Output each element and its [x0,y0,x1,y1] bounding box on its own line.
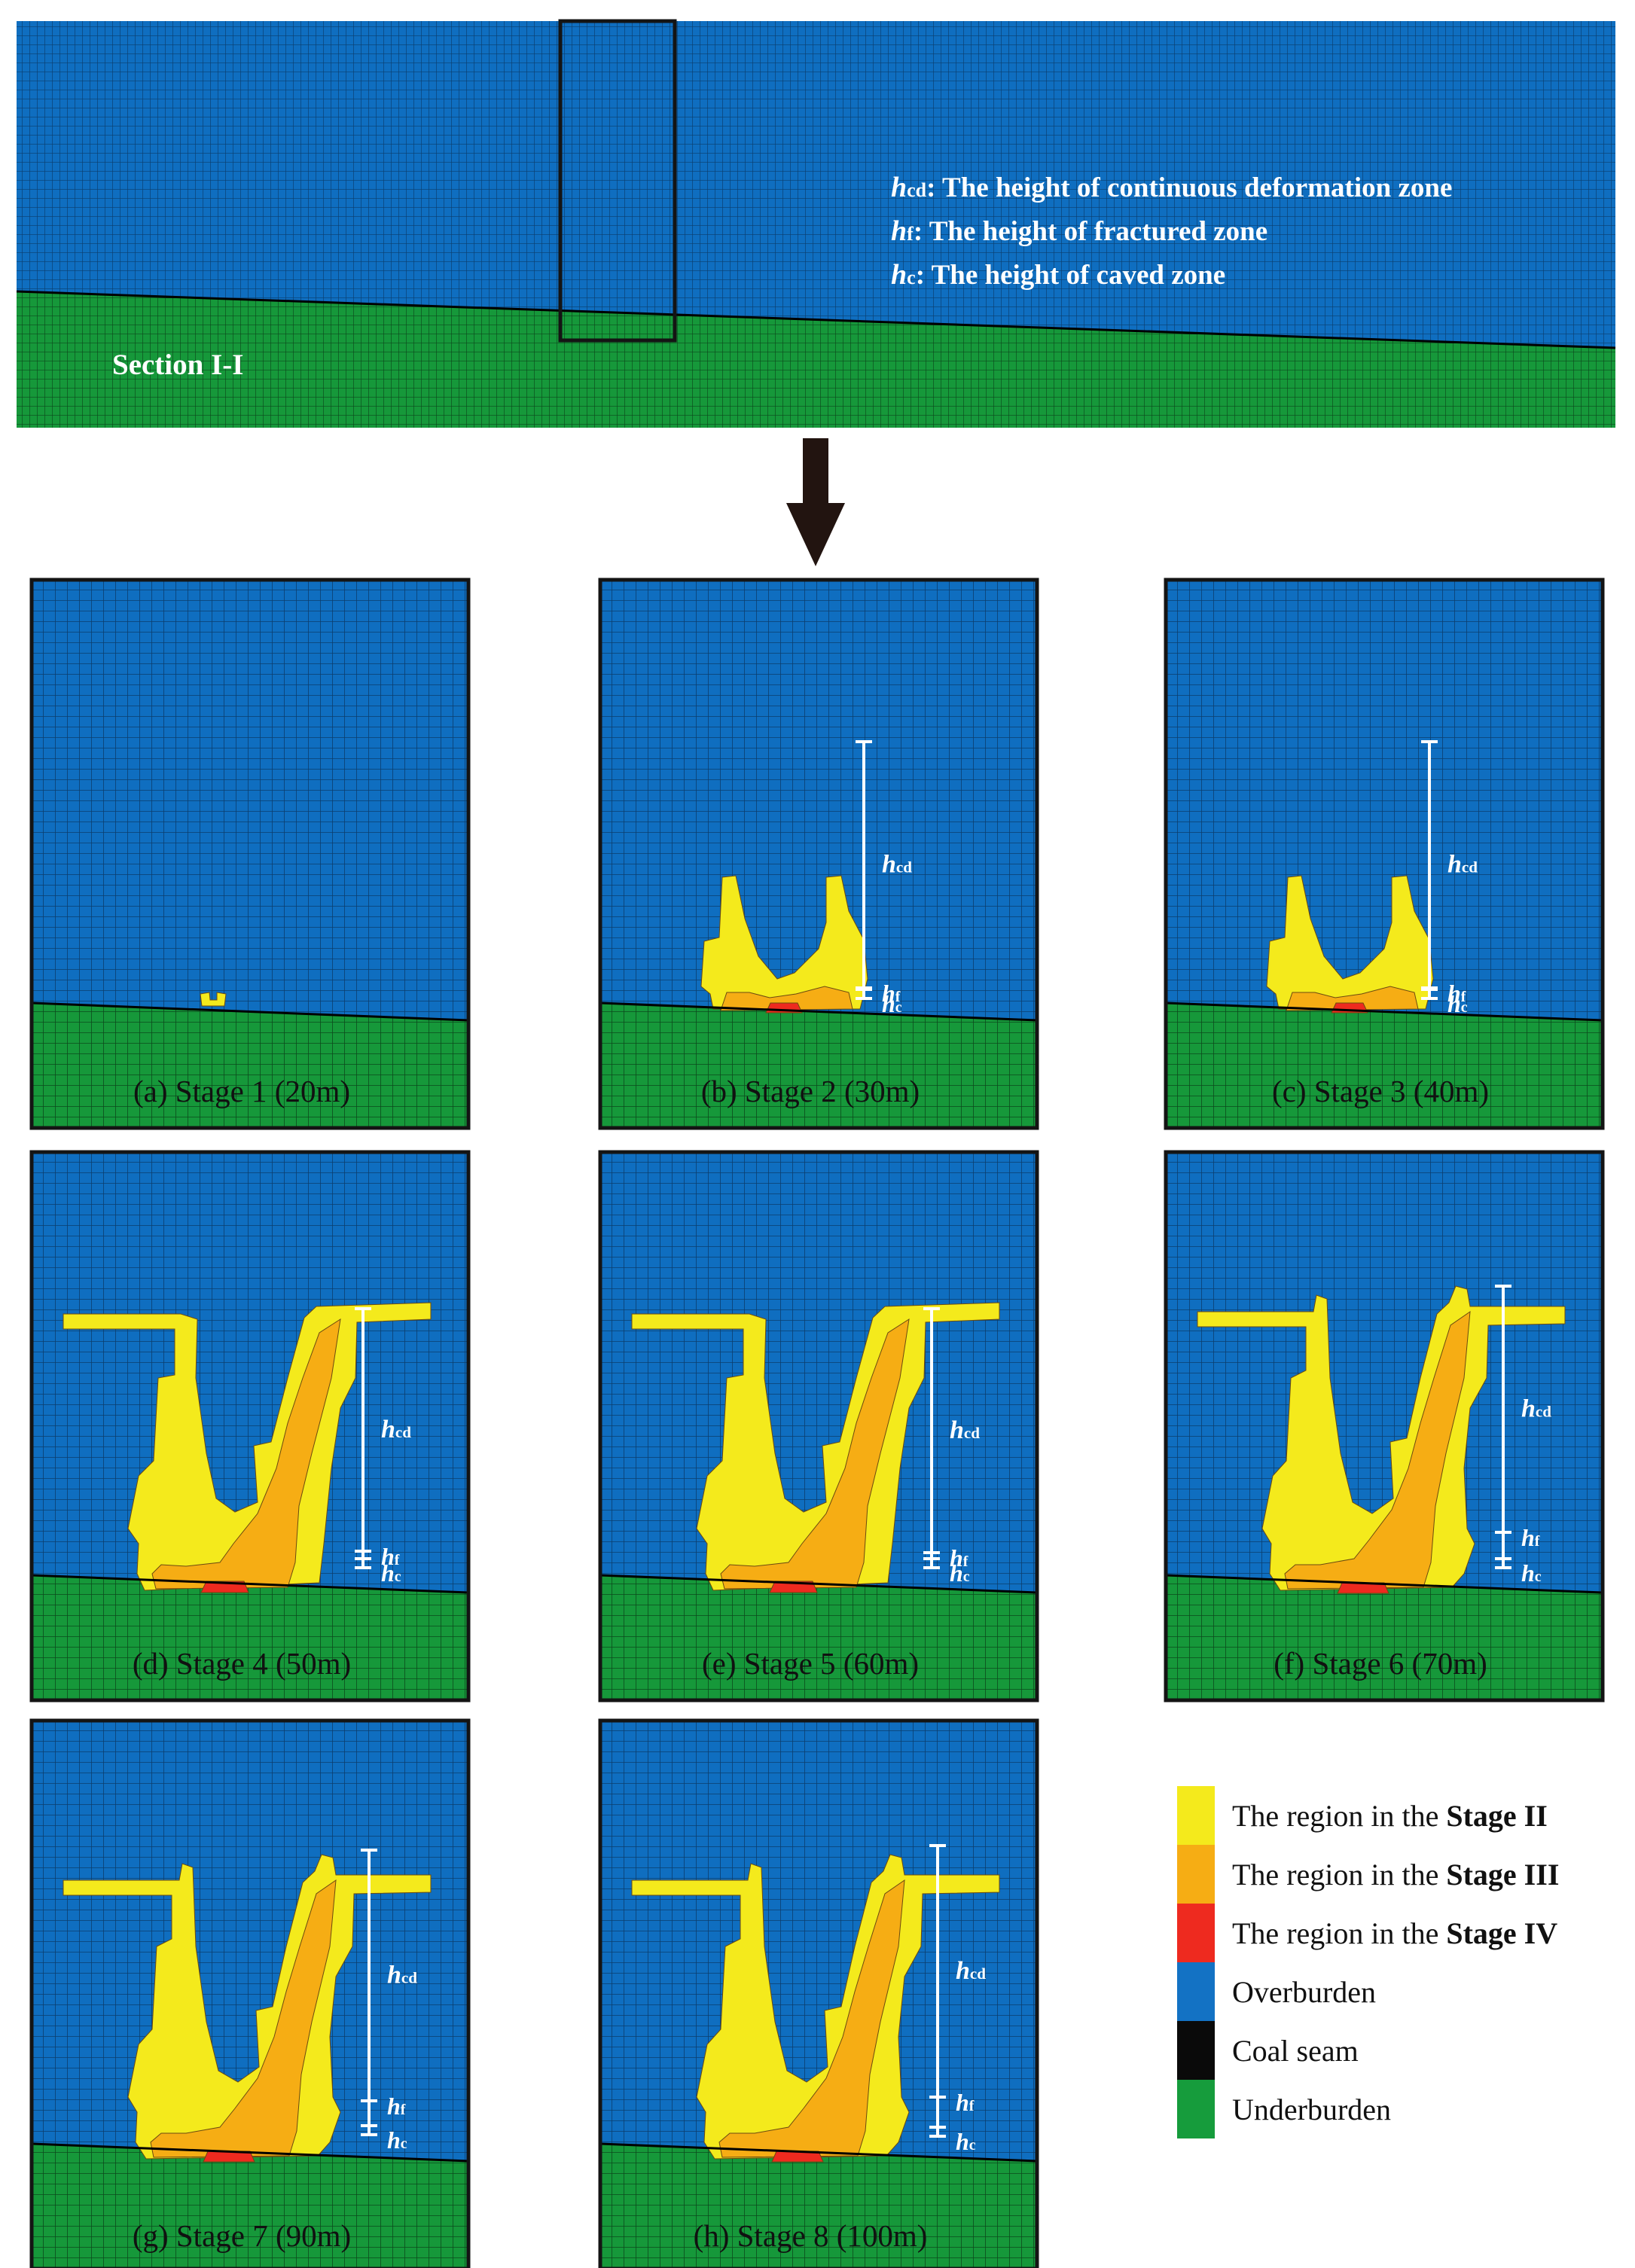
stage-iii-region [1286,986,1419,1011]
legend-swatch [1177,1786,1215,1845]
legend-item-stage-2: The region in the Stage II [1177,1786,1629,1845]
legend-swatch [1177,2021,1215,2080]
legend-swatch [1177,1962,1215,2021]
stage-panel-a [29,578,471,1130]
zoom-window [558,19,677,343]
overview-section [16,19,1616,428]
stage-ii-region [63,1302,432,1591]
panel-caption-d: (d) Stage 4 (50m) [132,1646,352,1681]
coal-seam-line [31,1574,469,1594]
legend-item-coal-seam: Coal seam [1177,2021,1629,2080]
coal-seam-line [31,2142,469,2163]
panel-caption-e: (e) Stage 5 (60m) [701,1646,920,1681]
definition-hcd: hcd: The height of continuous deformatio… [891,172,1453,203]
coal-seam-line [599,1001,1038,1022]
stage-iii-region [151,1318,341,1590]
coal-seam-line [1165,1001,1603,1022]
coal-seam-line [1165,1574,1603,1594]
section-label: Section I-I [112,349,244,381]
stage-iii-region [720,1318,910,1590]
stage-ii-region [631,1302,1000,1591]
panel-caption-b: (b) Stage 2 (30m) [700,1074,920,1108]
stage-ii-region [63,1854,432,2160]
panel-caption-h: (h) Stage 8 (100m) [693,2218,928,2253]
coal-seam-line [599,2142,1038,2163]
definition-hf: hf: The height of fractured zone [891,215,1268,247]
stage-ii-region [631,1854,1000,2160]
legend-swatch [1177,2080,1215,2138]
stage-ii-region [1266,875,1434,1010]
legend-item-stage-3: The region in the Stage III [1177,1845,1629,1904]
legend-swatch [1177,1904,1215,1962]
panel-caption-g: (g) Stage 7 (90m) [132,2218,352,2253]
height-definitions: hcd: The height of continuous deformatio… [891,167,1452,298]
coal-seam-line [31,1001,469,1022]
legend-item-underburden: Underburden [1177,2080,1629,2138]
stage-iii-region [720,986,853,1011]
legend-item-overburden: Overburden [1177,1962,1629,2021]
stage-iii-region [1284,1310,1471,1590]
panel-caption-a: (a) Stage 1 (20m) [133,1074,351,1108]
stage-ii-region [1197,1285,1566,1591]
legend-item-stage-4: The region in the Stage IV [1177,1904,1629,1962]
stage-iii-region [718,1879,905,2158]
definition-hc: hc: The height of caved zone [891,259,1226,291]
stage-ii-region [200,992,227,1007]
legend-swatch [1177,1845,1215,1904]
coal-seam-line [599,1574,1038,1594]
stage-iii-region [150,1879,337,2158]
stage-ii-region [700,875,868,1010]
panel-caption-f: (f) Stage 6 (70m) [1274,1646,1487,1681]
down-arrow [786,438,845,566]
panel-caption-c: (c) Stage 3 (40m) [1271,1074,1490,1108]
